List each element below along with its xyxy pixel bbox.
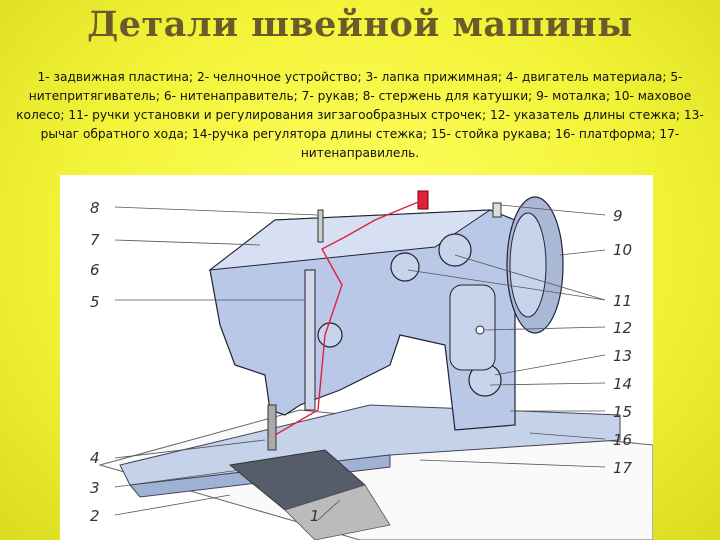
label-3: 3 [90, 479, 100, 497]
label-4: 4 [90, 449, 100, 467]
label-1: 1 [310, 507, 320, 525]
label-15: 15 [613, 403, 632, 421]
label-9: 9 [613, 207, 623, 225]
label-11: 11 [613, 292, 632, 310]
label-17: 17 [613, 459, 633, 477]
page-title: Детали швейной машины [87, 4, 633, 45]
label-12: 12 [613, 319, 632, 337]
parts-description: 1- задвижная пластина; 2- челночное устр… [16, 70, 704, 160]
label-7: 7 [90, 231, 100, 249]
sewing-machine-diagram: 8 7 6 5 4 3 2 9 10 11 12 13 14 15 16 17 … [60, 175, 653, 540]
label-5: 5 [90, 293, 100, 311]
label-16: 16 [613, 431, 632, 449]
label-6: 6 [90, 261, 100, 279]
label-2: 2 [90, 507, 100, 525]
label-10: 10 [613, 241, 632, 259]
label-8: 8 [90, 199, 100, 217]
label-14: 14 [613, 375, 632, 393]
label-13: 13 [613, 347, 632, 365]
